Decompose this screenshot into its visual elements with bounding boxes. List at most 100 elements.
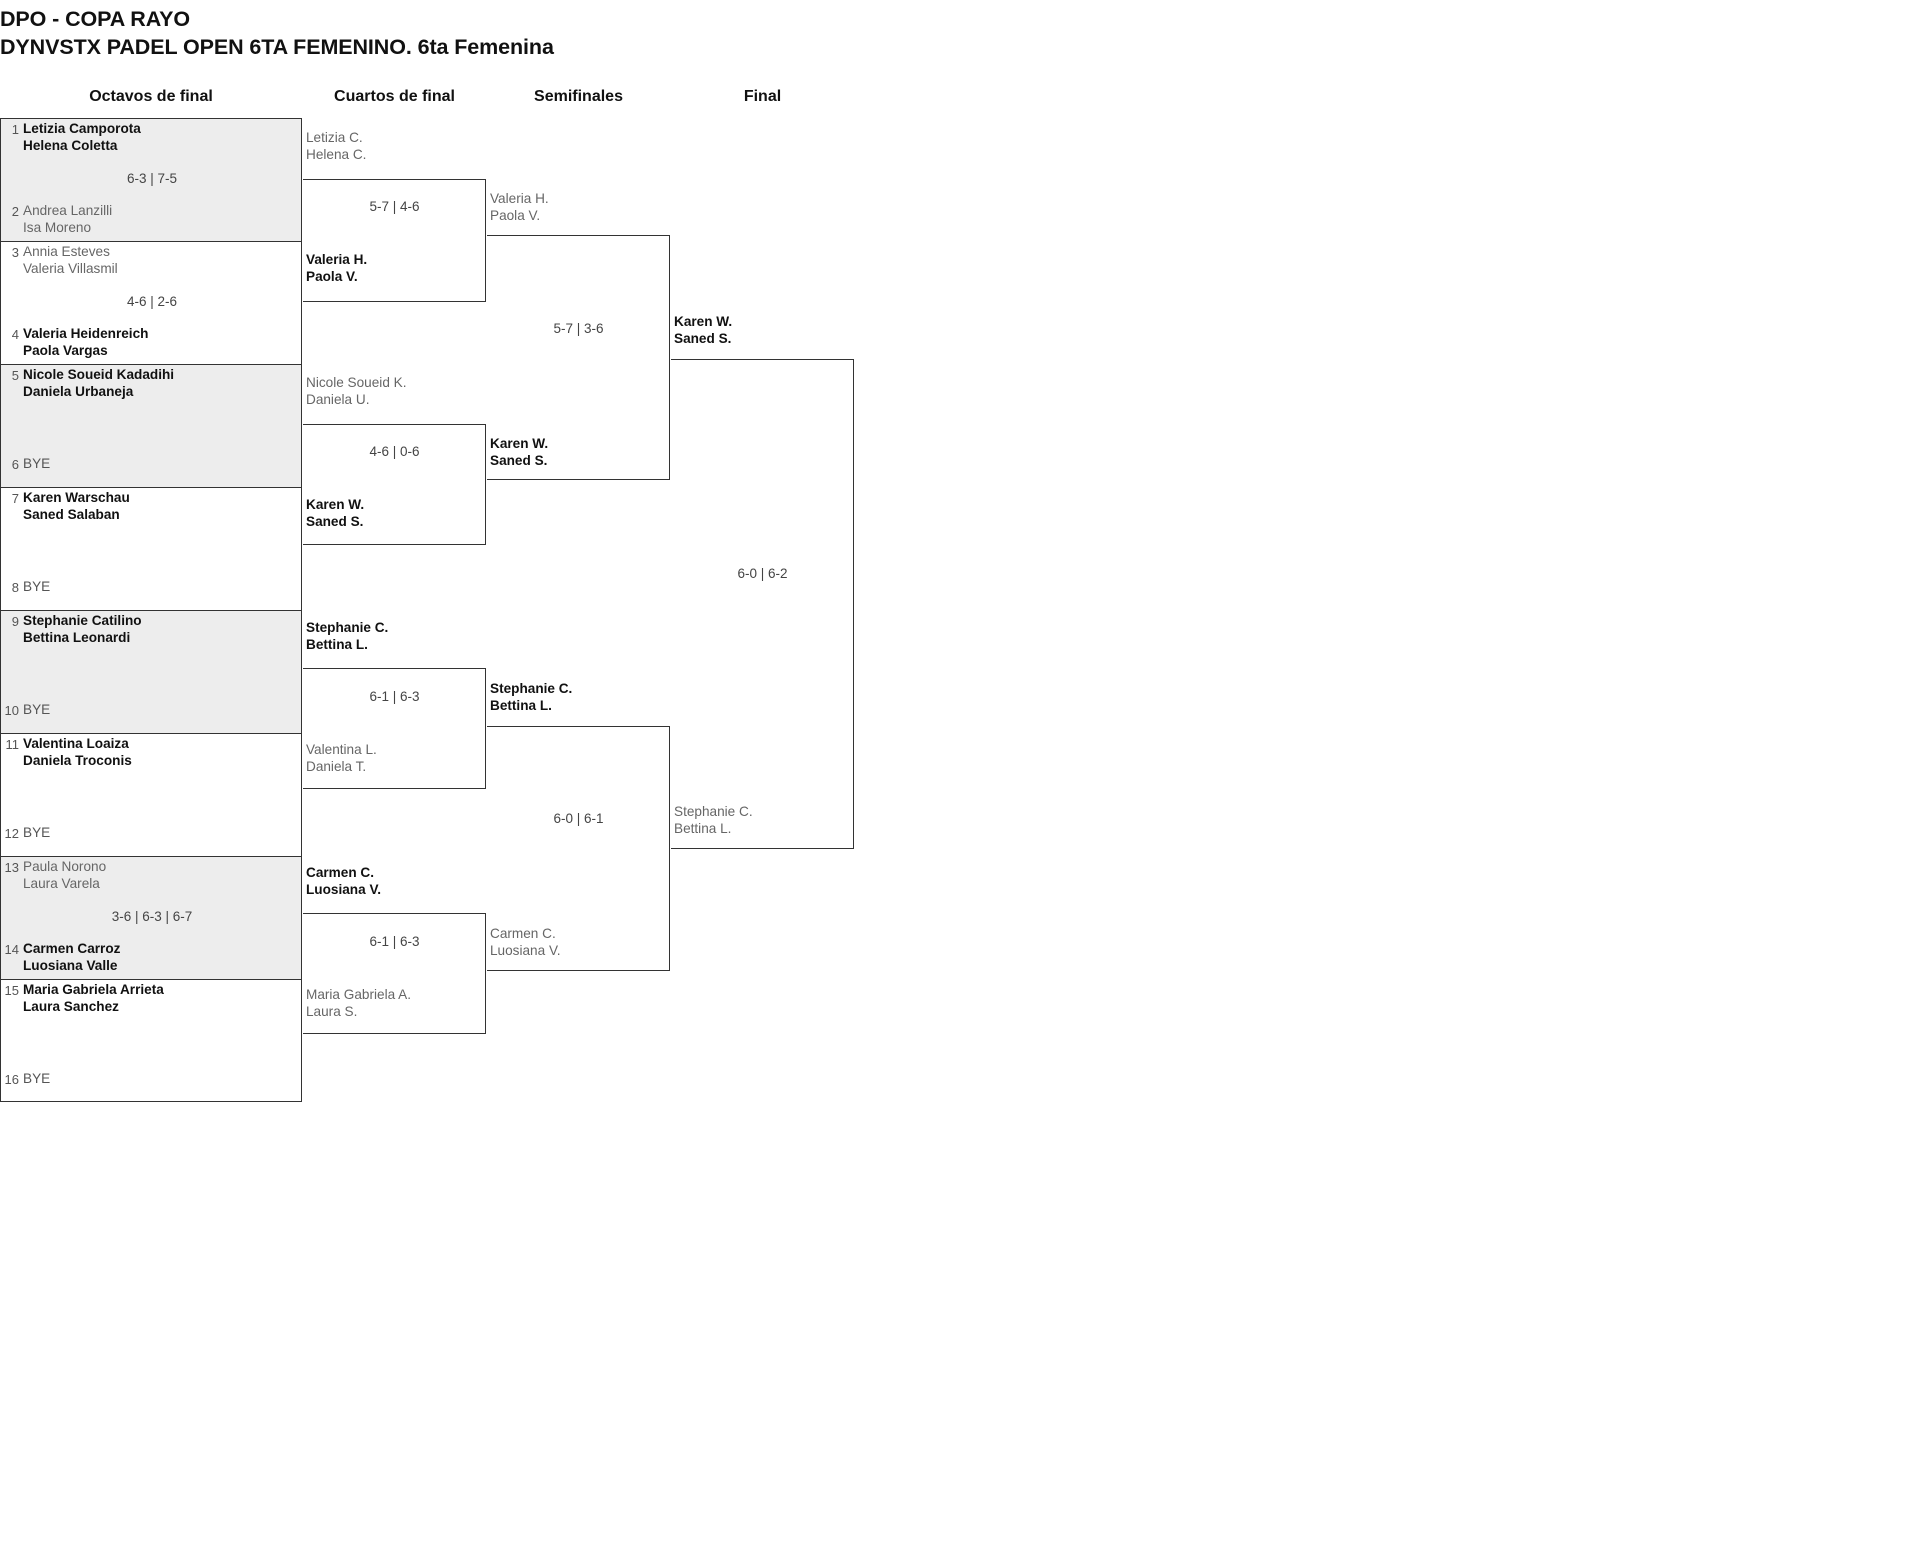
seed-number: 7: [11, 491, 19, 506]
tournament-title-line-2: DYNVSTX PADEL OPEN 6TA FEMENINO. 6ta Fem…: [0, 34, 554, 59]
player-1: Karen W.: [490, 436, 549, 451]
r2-team-1-top: Letizia C. Helena C.: [306, 130, 366, 163]
r2-match-score-1: 5-7 | 4-6: [369, 199, 420, 214]
team-names: Valeria Heidenreich Paola Vargas: [23, 326, 148, 359]
seed-number: 6: [11, 457, 19, 472]
r2-match-score-3: 6-1 | 6-3: [369, 689, 420, 704]
r1-match-block-5[interactable]: 9 Stephanie Catilino Bettina Leonardi 10…: [0, 610, 302, 733]
seed-number: 1: [11, 122, 19, 137]
r2-connector-3: [303, 668, 486, 789]
r2-match-score-4: 6-1 | 6-3: [369, 934, 420, 949]
r2-team-4-top: Carmen C. Luosiana V.: [306, 865, 381, 898]
seed-number: 14: [4, 942, 19, 957]
seed-number: 11: [5, 737, 20, 752]
team-names: BYE: [23, 456, 51, 471]
tournament-bracket: 1 Letizia Camporota Helena Coletta 6-3 |…: [0, 0, 1000, 1200]
r1-match-block-1[interactable]: 1 Letizia Camporota Helena Coletta 6-3 |…: [0, 118, 302, 241]
round-header-final: Final: [743, 88, 782, 105]
r1-match-block-2[interactable]: 3 Annia Esteves Valeria Villasmil 4-6 | …: [0, 241, 302, 364]
team-names: Maria Gabriela Arrieta Laura Sanchez: [23, 982, 164, 1015]
r3-match-score-1: 5-7 | 3-6: [553, 321, 604, 336]
player-1: Valeria H.: [306, 252, 368, 267]
team-names: Letizia Camporota Helena Coletta: [23, 121, 141, 154]
tournament-header: DPO - COPA RAYO DYNVSTX PADEL OPEN 6TA F…: [0, 6, 1000, 61]
r1-match-block-7[interactable]: 13 Paula Norono Laura Varela 3-6 | 6-3 |…: [0, 856, 302, 979]
match-score: 3-6 | 6-3 | 6-7: [111, 909, 193, 924]
player-1: Stephanie C.: [674, 804, 753, 819]
r4-team-1-top: Karen W. Saned S.: [674, 314, 732, 347]
player-2: Luosiana V.: [306, 881, 382, 897]
seed-number: 2: [11, 204, 19, 219]
player-2: Helena C.: [306, 146, 367, 162]
player-2: Paola Vargas: [23, 342, 108, 358]
r4-team-1-bottom: Stephanie C. Bettina L.: [674, 804, 753, 837]
player-2: Saned S.: [490, 452, 548, 468]
player-2: Isa Moreno: [23, 219, 92, 235]
player-1: Nicole Soueid Kadadihi: [23, 367, 175, 382]
r1-match-block-3[interactable]: 5 Nicole Soueid Kadadihi Daniela Urbanej…: [0, 364, 302, 487]
player-1: Karen W.: [306, 497, 365, 512]
r2-team-1-bottom: Valeria H. Paola V.: [306, 252, 367, 285]
player-2: Luosiana Valle: [23, 957, 118, 973]
team-names: Annia Esteves Valeria Villasmil: [23, 244, 118, 277]
team-names: Karen Warschau Saned Salaban: [23, 490, 130, 523]
seed-number: 16: [4, 1072, 19, 1087]
player-1: Letizia C.: [306, 130, 363, 145]
seed-number: 13: [4, 860, 19, 875]
player-1: Paula Norono: [23, 859, 107, 874]
player-1: Maria Gabriela A.: [306, 987, 412, 1002]
team-names: Nicole Soueid Kadadihi Daniela Urbaneja: [23, 367, 174, 400]
r2-team-2-top: Nicole Soueid K. Daniela U.: [306, 375, 407, 408]
team-names: Stephanie Catilino Bettina Leonardi: [23, 613, 142, 646]
player-1: Carmen Carroz: [23, 941, 121, 956]
player-1: Karen W.: [674, 314, 733, 329]
player-1: Letizia Camporota: [23, 121, 141, 136]
seed-number: 9: [11, 614, 19, 629]
player-2: Laura S.: [306, 1003, 358, 1019]
r3-match-score-2: 6-0 | 6-1: [553, 811, 604, 826]
r3-team-1-top: Valeria H. Paola V.: [490, 191, 549, 224]
player-2: Paola V.: [306, 268, 358, 284]
r2-team-4-bottom: Maria Gabriela A. Laura S.: [306, 987, 411, 1020]
r1-match-block-6[interactable]: 11 Valentina Loaiza Daniela Troconis 12 …: [0, 733, 302, 856]
team-names: BYE: [23, 579, 51, 594]
player-2: Valeria Villasmil: [23, 260, 118, 276]
r3-team-2-top: Stephanie C. Bettina L.: [490, 681, 572, 714]
r1-match-block-4[interactable]: 7 Karen Warschau Saned Salaban 8 BYE: [0, 487, 302, 610]
player-2: Saned S.: [674, 330, 732, 346]
r4-match-score-1: 6-0 | 6-2: [737, 566, 788, 581]
r2-connector-1: [303, 179, 486, 302]
tournament-title-line-1: DPO - COPA RAYO: [0, 7, 191, 31]
player-1: Stephanie Catilino: [23, 613, 142, 628]
r2-team-3-bottom: Valentina L. Daniela T.: [306, 742, 377, 775]
player-1: Valeria Heidenreich: [23, 326, 149, 341]
player-1: Valentina Loaiza: [23, 736, 129, 751]
player-2: Bettina L.: [306, 636, 368, 652]
player-2: Daniela U.: [306, 391, 370, 407]
player-2: Laura Sanchez: [23, 998, 119, 1014]
player-2: Laura Varela: [23, 875, 100, 891]
team-names: Carmen Carroz Luosiana Valle: [23, 941, 120, 974]
r1-match-block-8[interactable]: 15 Maria Gabriela Arrieta Laura Sanchez …: [0, 979, 302, 1102]
r2-match-score-2: 4-6 | 0-6: [369, 444, 420, 459]
player-1: Annia Esteves: [23, 244, 110, 259]
r3-team-1-bottom: Karen W. Saned S.: [490, 436, 548, 469]
seed-number: 3: [11, 245, 19, 260]
r2-team-3-top: Stephanie C. Bettina L.: [306, 620, 388, 653]
team-names: BYE: [23, 1071, 51, 1086]
match-score: 6-3 | 7-5: [126, 171, 178, 186]
r4-connector-1: [671, 359, 854, 849]
player-1: Karen Warschau: [23, 490, 130, 505]
player-1: Carmen C.: [306, 865, 374, 880]
seed-number: 4: [11, 327, 19, 342]
match-score: 4-6 | 2-6: [126, 294, 178, 309]
seed-number: 15: [4, 983, 19, 998]
player-2: Daniela Urbaneja: [23, 383, 134, 399]
player-2: Paola V.: [490, 207, 541, 223]
player-1: Stephanie C.: [306, 620, 389, 635]
r3-connector-2: [487, 726, 670, 971]
player-1: Nicole Soueid K.: [306, 375, 407, 390]
player-2: Saned S.: [306, 513, 364, 529]
seed-number: 8: [11, 580, 19, 595]
team-names: Valentina Loaiza Daniela Troconis: [23, 736, 132, 769]
